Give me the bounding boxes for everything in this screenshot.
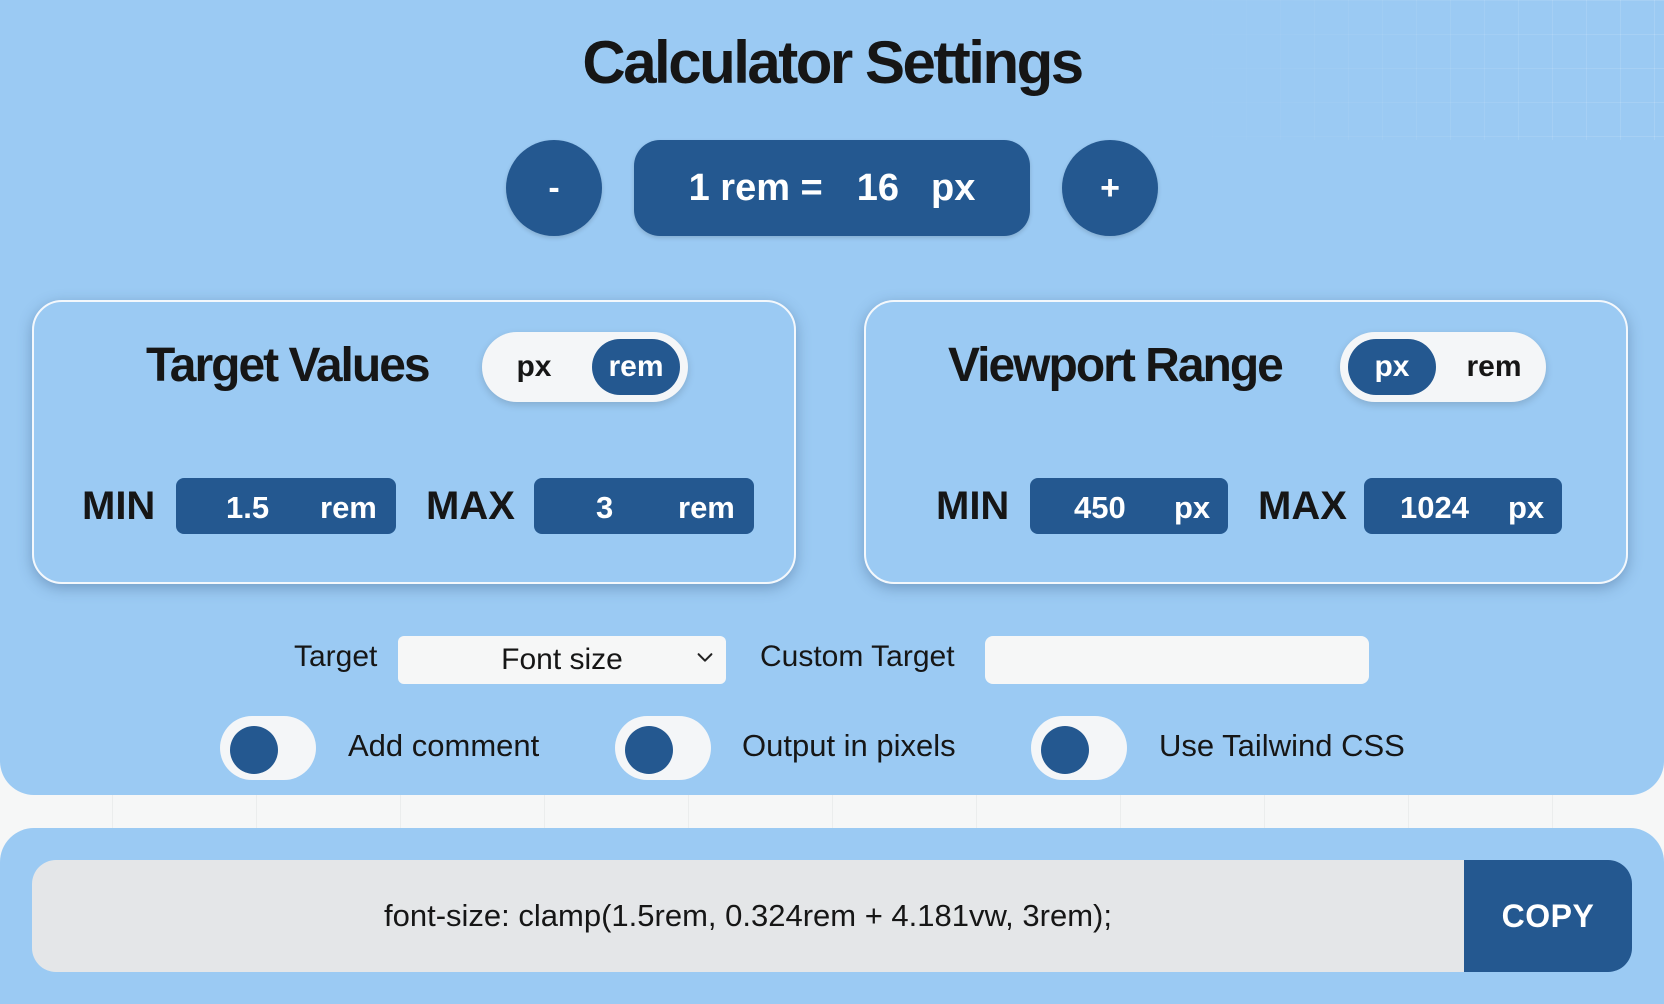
target-select[interactable]: Font size <box>398 636 726 684</box>
target-label: Target <box>294 640 378 673</box>
target-unit-rem[interactable]: rem <box>592 339 680 395</box>
viewport-unit-px[interactable]: px <box>1348 339 1436 395</box>
calculator-settings-panel: Calculator Settings - 1 rem = 16 px + Ta… <box>0 0 1664 795</box>
target-values-panel: Target Values px rem MIN 1.5 rem MAX 3 r… <box>32 300 796 584</box>
css-output[interactable]: font-size: clamp(1.5rem, 0.324rem + 4.18… <box>32 860 1464 972</box>
copy-button[interactable]: COPY <box>1464 860 1632 972</box>
use-tailwind-label: Use Tailwind CSS <box>1159 728 1405 763</box>
chevron-down-icon <box>697 653 713 662</box>
viewport-max-field[interactable]: 1024 px <box>1364 478 1562 534</box>
target-min-unit: rem <box>320 490 377 525</box>
viewport-range-panel: Viewport Range px rem MIN 450 px MAX 102… <box>864 300 1628 584</box>
target-max-label: MAX <box>426 484 515 528</box>
rem-prefix: 1 rem = <box>688 166 823 209</box>
decorative-grid <box>1144 0 1664 140</box>
decrement-rem-button[interactable]: - <box>506 140 602 236</box>
viewport-min-field[interactable]: 450 px <box>1030 478 1228 534</box>
target-max-field[interactable]: 3 rem <box>534 478 754 534</box>
increment-rem-button[interactable]: + <box>1062 140 1158 236</box>
viewport-max-value[interactable]: 1024 <box>1400 490 1469 525</box>
viewport-min-label: MIN <box>936 484 1010 528</box>
switch-knob <box>1041 726 1089 774</box>
target-min-label: MIN <box>82 484 156 528</box>
custom-target-label: Custom Target <box>760 640 955 673</box>
viewport-max-label: MAX <box>1258 484 1347 528</box>
rem-base-value[interactable]: 16 <box>856 166 900 209</box>
rem-base-display: 1 rem = 16 px <box>634 140 1030 236</box>
viewport-min-value[interactable]: 450 <box>1074 490 1126 525</box>
target-max-value[interactable]: 3 <box>596 490 614 525</box>
viewport-range-title: Viewport Range <box>948 339 1284 392</box>
add-comment-switch[interactable] <box>220 716 316 780</box>
target-unit-px[interactable]: px <box>516 350 552 383</box>
switch-knob <box>230 726 278 774</box>
viewport-min-unit: px <box>1174 490 1211 525</box>
viewport-unit-toggle[interactable]: px rem <box>1340 332 1546 402</box>
custom-target-input[interactable] <box>985 636 1369 684</box>
switch-knob <box>625 726 673 774</box>
target-min-value[interactable]: 1.5 <box>226 490 270 525</box>
use-tailwind-switch[interactable] <box>1031 716 1127 780</box>
output-in-pixels-switch[interactable] <box>615 716 711 780</box>
target-min-field[interactable]: 1.5 rem <box>176 478 396 534</box>
target-unit-toggle[interactable]: px rem <box>482 332 688 402</box>
target-selected-value: Font size <box>501 643 623 676</box>
css-output-code: font-size: clamp(1.5rem, 0.324rem + 4.18… <box>384 898 1112 933</box>
target-max-unit: rem <box>678 490 735 525</box>
viewport-max-unit: px <box>1508 490 1545 525</box>
output-panel: font-size: clamp(1.5rem, 0.324rem + 4.18… <box>0 828 1664 1004</box>
target-values-title: Target Values <box>146 339 431 392</box>
page-title: Calculator Settings <box>582 29 1084 96</box>
viewport-unit-rem[interactable]: rem <box>1466 350 1522 383</box>
add-comment-label: Add comment <box>348 728 540 763</box>
output-in-pixels-label: Output in pixels <box>742 728 956 763</box>
rem-base-unit: px <box>931 166 976 209</box>
